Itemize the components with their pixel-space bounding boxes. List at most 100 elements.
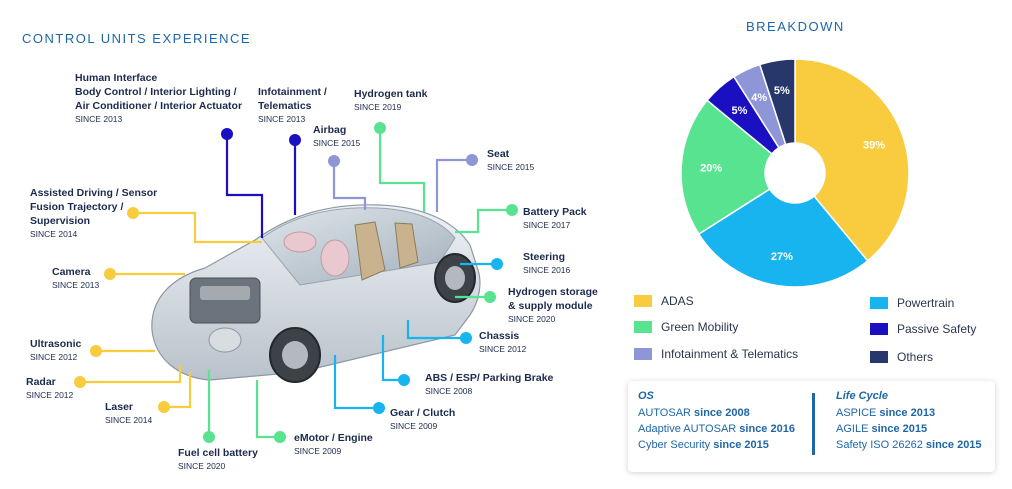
- slice-label: 5%: [731, 105, 747, 117]
- connector-airbag: [332, 161, 367, 210]
- slice-green-mobility: [680, 99, 773, 236]
- unit-name: Ultrasonic: [30, 338, 82, 350]
- unit-name: Air Conditioner / Interior Actuator: [75, 100, 243, 112]
- slice-label: 5%: [774, 85, 790, 97]
- legend-swatch: [870, 323, 888, 335]
- lifecycle-item: ASPICE since 2013: [836, 405, 982, 421]
- dot-laser: [158, 401, 170, 413]
- unit-name: Assisted Driving / Sensor: [30, 187, 158, 199]
- unit-name: Seat: [487, 148, 510, 160]
- dot-battery: [506, 204, 518, 216]
- unit-name: Battery Pack: [523, 206, 587, 218]
- unit-name: eMotor / Engine: [294, 432, 373, 444]
- unit-since: SINCE 2015: [487, 162, 535, 172]
- legend-item: Powertrain: [870, 296, 954, 310]
- slice-label: 39%: [863, 140, 885, 152]
- os-item: Cyber Security since 2015: [638, 437, 795, 453]
- breakdown-title: BREAKDOWN: [746, 19, 845, 34]
- unit-since: SINCE 2014: [30, 229, 78, 239]
- legend-label: Others: [897, 350, 934, 364]
- dot-radar: [74, 376, 86, 388]
- unit-label-airbag: Airbag SINCE 2015: [313, 123, 360, 149]
- unit-label-radar: Radar SINCE 2012: [26, 375, 73, 401]
- lifecycle-item-since: since 2015: [925, 439, 982, 451]
- lifecycle-item-since: since 2013: [879, 407, 936, 419]
- unit-name: Telematics: [258, 100, 312, 112]
- unit-since: SINCE 2009: [294, 446, 342, 456]
- slice-others: [758, 58, 796, 146]
- legend-swatch: [870, 351, 888, 363]
- unit-since: SINCE 2009: [390, 421, 438, 431]
- legend-swatch: [634, 321, 652, 333]
- unit-label-gear-clutch: Gear / Clutch SINCE 2009: [390, 406, 455, 432]
- dot-steering: [491, 258, 503, 270]
- unit-since: SINCE 2019: [354, 102, 402, 112]
- connector-gear: [333, 355, 379, 410]
- dot-abs: [398, 374, 410, 386]
- unit-name: ABS / ESP/ Parking Brake: [425, 372, 554, 384]
- unit-since: SINCE 2013: [52, 280, 100, 290]
- os-column: OS AUTOSAR since 2008 Adaptive AUTOSAR s…: [638, 390, 795, 453]
- os-item-name: Cyber Security: [638, 439, 714, 451]
- unit-since: SINCE 2016: [523, 265, 571, 275]
- unit-since: SINCE 2008: [425, 386, 473, 396]
- legend-item: Others: [870, 350, 933, 364]
- unit-since: SINCE 2012: [479, 344, 527, 354]
- dot-human-interface: [221, 128, 233, 140]
- unit-label-assisted-driving: Assisted Driving / Sensor Fusion Traject…: [30, 186, 157, 240]
- dot-chassis: [460, 332, 472, 344]
- unit-name: Fuel cell battery: [178, 447, 258, 459]
- lifecycle-column: Life Cycle ASPICE since 2013 AGILE since…: [836, 390, 982, 453]
- legend-item: Infotainment & Telematics: [634, 347, 798, 361]
- connector-human-interface: [225, 134, 264, 238]
- connector-assisted: [133, 211, 262, 244]
- slice-adas: [794, 58, 910, 262]
- dot-emotor: [274, 431, 286, 443]
- unit-label-seat: Seat SINCE 2015: [487, 147, 534, 173]
- control-units-title: CONTROL UNITS EXPERIENCE: [22, 31, 252, 46]
- unit-since: SINCE 2015: [313, 138, 361, 148]
- lifecycle-item-name: ASPICE: [836, 407, 880, 419]
- unit-name: Infotainment /: [258, 86, 327, 98]
- connector-emotor: [255, 380, 280, 439]
- unit-label-ultrasonic: Ultrasonic SINCE 2012: [30, 337, 81, 363]
- unit-name: Hydrogen storage: [508, 286, 598, 298]
- slice-label: 4%: [751, 92, 767, 104]
- connector-radar: [80, 365, 182, 384]
- unit-name: Laser: [105, 401, 134, 413]
- dot-airbag: [328, 155, 340, 167]
- unit-name: Airbag: [313, 124, 347, 136]
- unit-since: SINCE 2012: [30, 352, 78, 362]
- legend-swatch: [634, 348, 652, 360]
- connector-battery: [455, 208, 512, 234]
- unit-since: SINCE 2012: [26, 390, 74, 400]
- unit-name: Hydrogen tank: [354, 88, 428, 100]
- unit-name: Radar: [26, 376, 56, 388]
- unit-label-laser: Laser SINCE 2014: [105, 400, 152, 426]
- dot-assisted: [127, 207, 139, 219]
- lifecycle-item-name: AGILE: [836, 423, 872, 435]
- os-item-since: since 2008: [694, 407, 750, 419]
- legend-label: ADAS: [661, 294, 694, 308]
- dot-infotainment: [289, 134, 301, 146]
- os-item-name: AUTOSAR: [638, 407, 695, 419]
- unit-label-chassis: Chassis SINCE 2012: [479, 329, 526, 355]
- unit-name: Body Control / Interior Lighting /: [75, 86, 237, 98]
- dot-fuelcell: [203, 431, 215, 443]
- os-item-since: since 2015: [713, 439, 769, 451]
- legend-label: Passive Safety: [897, 322, 977, 336]
- breakdown-donut-chart: 39%27%20%5%4%5%: [680, 58, 910, 288]
- unit-since: SINCE 2013: [258, 114, 306, 124]
- car-diagram: [74, 122, 518, 443]
- unit-since: SINCE 2013: [75, 114, 123, 124]
- os-item: AUTOSAR since 2008: [638, 405, 795, 421]
- legend-swatch: [870, 297, 888, 309]
- dot-ultrasonic: [90, 345, 102, 357]
- dot-hydrogen-tank: [374, 122, 386, 134]
- unit-label-infotainment: Infotainment / Telematics SINCE 2013: [258, 85, 327, 125]
- connector-abs: [381, 335, 404, 382]
- unit-name: Human Interface: [75, 72, 158, 84]
- os-item-since: since 2016: [739, 423, 795, 435]
- legend-label: Green Mobility: [661, 320, 739, 334]
- lifecycle-item-name: Safety ISO 26262: [836, 439, 926, 451]
